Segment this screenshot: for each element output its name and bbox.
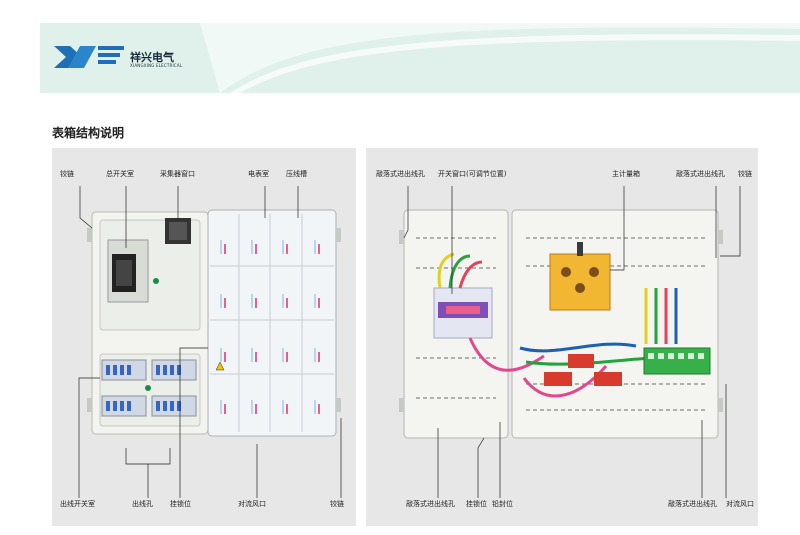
label-hinge-left: 铰链 — [60, 170, 74, 178]
label-convection-vent-right: 对流风口 — [726, 500, 754, 508]
meter-box-front-illustration — [78, 186, 342, 498]
label-knockout-bottom-left: 敲落式进出线孔 — [406, 500, 455, 508]
label-outlet-switch-room: 出线开关室 — [60, 500, 95, 508]
label-lock-position: 挂锁位 — [170, 500, 191, 508]
label-meter-room: 电表室 — [248, 170, 269, 178]
brand-name: 祥兴电气 — [130, 51, 174, 64]
label-outlet-holes: 出线孔 — [132, 500, 153, 508]
label-collector-window: 采集器窗口 — [160, 170, 195, 178]
section-title: 表箱结构说明 — [52, 126, 125, 140]
label-hinge-right: 铰链 — [330, 500, 344, 508]
banner-swoosh — [200, 23, 800, 93]
label-main-meter-box: 主计量箱 — [612, 170, 640, 178]
label-hinge-right-panel: 铰链 — [738, 170, 752, 178]
label-knockout-top-left: 敲落式进出线孔 — [376, 170, 425, 178]
right-diagram-panel — [366, 148, 758, 526]
meter-box-interior-illustration — [399, 186, 741, 498]
label-lead-seal: 铅封位 — [492, 500, 513, 508]
label-switch-window: 开关窗口(可调节位置) — [438, 170, 507, 178]
label-convection-vent: 对流风口 — [238, 500, 266, 508]
brand-logo-icon — [54, 46, 124, 68]
left-diagram-panel — [52, 148, 356, 526]
brand-name-en: XIANGXING ELECTRICAL — [130, 63, 183, 68]
label-knockout-bottom-right: 敲落式进出线孔 — [668, 500, 717, 508]
header-banner — [40, 23, 800, 93]
label-lock-position-right: 挂锁位 — [466, 500, 487, 508]
label-main-switch-room: 总开关室 — [106, 170, 134, 178]
label-wire-slot: 压线槽 — [286, 170, 307, 178]
label-knockout-top-right: 敲落式进出线孔 — [676, 170, 725, 178]
